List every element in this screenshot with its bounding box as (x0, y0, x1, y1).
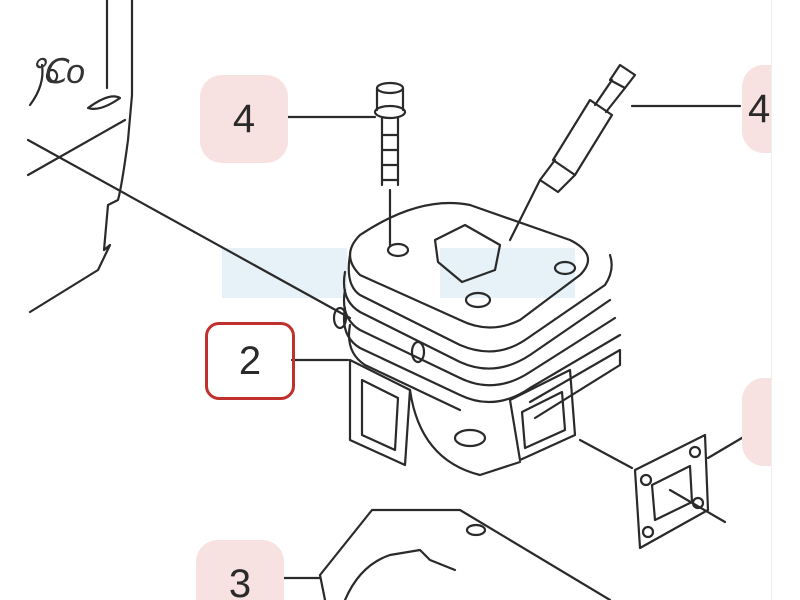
callout-label: 4 (232, 96, 256, 141)
base-gasket-drawing (278, 508, 612, 600)
callout-label: 4 (748, 86, 771, 131)
intake-gasket-drawing (578, 430, 754, 550)
highlight-region (222, 248, 347, 298)
corner-text: ℃o (28, 53, 86, 91)
housing-outline (26, 0, 352, 320)
right-edge-strip (771, 0, 800, 600)
spark-plug-drawing (508, 63, 742, 242)
bolt-drawing (278, 81, 407, 247)
callout-bolt[interactable]: 4 (200, 75, 288, 163)
callout-gasket-partial[interactable] (742, 378, 771, 466)
cylinder-drawing (290, 201, 622, 477)
callout-cylinder-selected[interactable]: 2 (205, 322, 295, 400)
callout-label: 3 (228, 561, 252, 600)
callout-label: 2 (238, 338, 262, 383)
callout-base-gasket[interactable]: 3 (196, 540, 284, 600)
callout-spark-plug[interactable]: 4 (742, 65, 771, 153)
